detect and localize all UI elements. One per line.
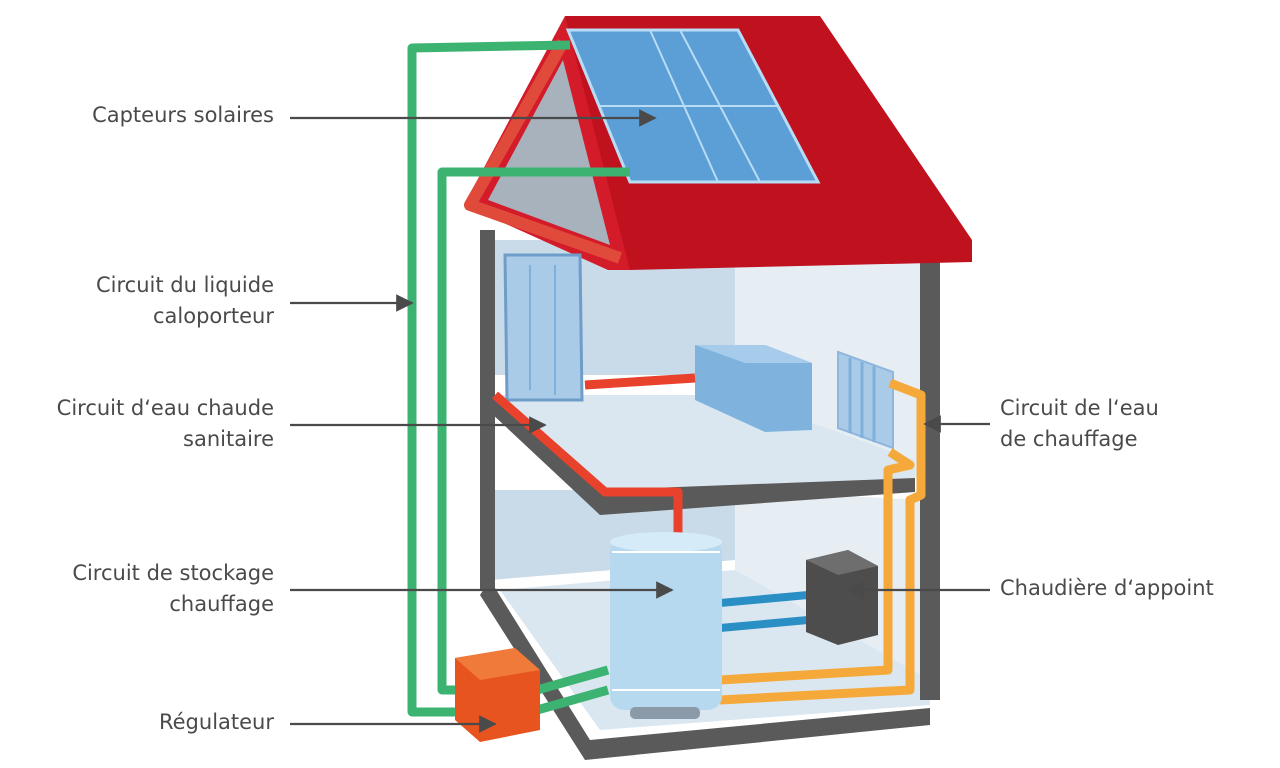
radiator (837, 350, 894, 450)
solar-panel (565, 28, 821, 184)
label-heating-water-circuit: Circuit de l‘eau de chauffage (1000, 393, 1159, 455)
storage-tank (610, 532, 722, 719)
boiler-circuit (719, 591, 809, 632)
label-storage-line2: chauffage (169, 592, 274, 616)
label-regulator-text: Régulateur (158, 710, 274, 734)
heating-circuit (719, 378, 926, 705)
label-dhw-line2: sanitaire (183, 427, 274, 451)
label-storage-line1: Circuit de stockage (72, 561, 274, 585)
hot-water-circuit (492, 373, 696, 535)
leader-arrows (290, 109, 990, 733)
house-walls (480, 230, 940, 760)
label-heat-transfer-line1: Circuit du liquide (96, 273, 274, 297)
label-domestic-hot-water-circuit: Circuit d‘eau chaude sanitaire (57, 393, 274, 455)
label-backup-boiler: Chaudière d‘appoint (1000, 573, 1214, 604)
heat-transfer-circuit (407, 40, 630, 717)
label-heat-transfer-line2: caloporteur (152, 304, 274, 328)
label-heating-water-line2: de chauffage (1000, 427, 1138, 451)
backup-boiler (806, 550, 878, 645)
label-dhw-line1: Circuit d‘eau chaude (56, 396, 274, 420)
bathtub (695, 345, 812, 432)
label-solar-collectors-text: Capteurs solaires (92, 103, 274, 127)
label-backup-boiler-text: Chaudière d‘appoint (1000, 576, 1214, 600)
label-solar-collectors: Capteurs solaires (92, 100, 274, 131)
label-storage-circuit: Circuit de stockage chauffage (72, 558, 274, 620)
regulator-box (455, 648, 540, 742)
shower-cabin (503, 253, 584, 402)
label-heat-transfer-circuit: Circuit du liquide caloporteur (96, 270, 274, 332)
label-regulator: Régulateur (159, 707, 274, 738)
label-heating-water-line1: Circuit de l‘eau (1000, 396, 1159, 420)
